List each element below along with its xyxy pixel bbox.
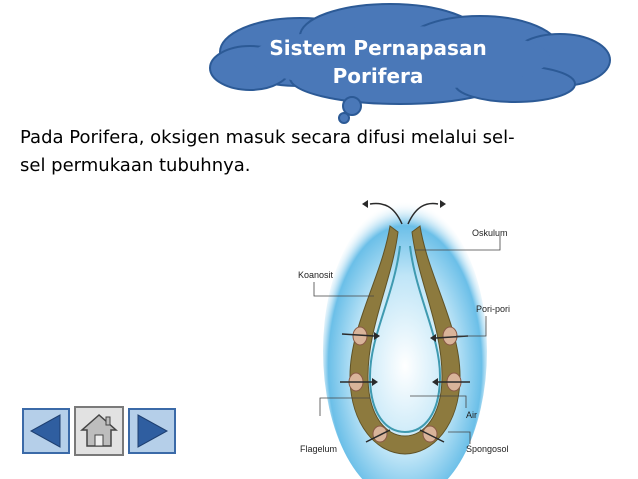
slide-title-line2: Porifera — [332, 64, 424, 88]
slide-title: Sistem Pernapasan Porifera — [258, 34, 498, 90]
arrow-in — [365, 429, 391, 443]
slide-title-line1: Sistem Pernapasan — [269, 36, 487, 60]
arrow-out-right — [407, 202, 439, 225]
label-koanosit: Koanosit — [298, 270, 334, 280]
title-cloud — [209, 3, 611, 124]
arrow-out-left — [369, 202, 403, 225]
porifera-diagram: Oskulum Koanosit Pori-pori Air Flagelum … — [298, 200, 510, 479]
label-oskulum: Oskulum — [472, 228, 508, 238]
next-slide-button[interactable] — [128, 408, 176, 454]
label-pori-pori: Pori-pori — [476, 304, 510, 314]
house-icon — [80, 413, 118, 447]
sponge-wall — [349, 225, 461, 455]
pore — [442, 326, 458, 346]
label-flagelum: Flagelum — [300, 444, 337, 454]
prev-slide-button[interactable] — [22, 408, 70, 454]
arrow-in — [419, 429, 445, 443]
triangle-left-icon — [29, 414, 61, 448]
arrow-in — [341, 333, 375, 337]
koanosit-layer — [368, 245, 442, 433]
pore — [422, 425, 438, 443]
slide-body-text: Pada Porifera, oksigen masuk secara difu… — [20, 124, 610, 180]
label-spongosol: Spongosol — [466, 444, 509, 454]
body-line-2: sel permukaan tubuhnya. — [20, 155, 251, 176]
body-line-1: Pada Porifera, oksigen masuk secara difu… — [20, 127, 515, 148]
label-air: Air — [466, 410, 477, 420]
pore — [372, 425, 388, 443]
home-button[interactable] — [74, 406, 124, 456]
triangle-right-icon — [137, 414, 169, 448]
